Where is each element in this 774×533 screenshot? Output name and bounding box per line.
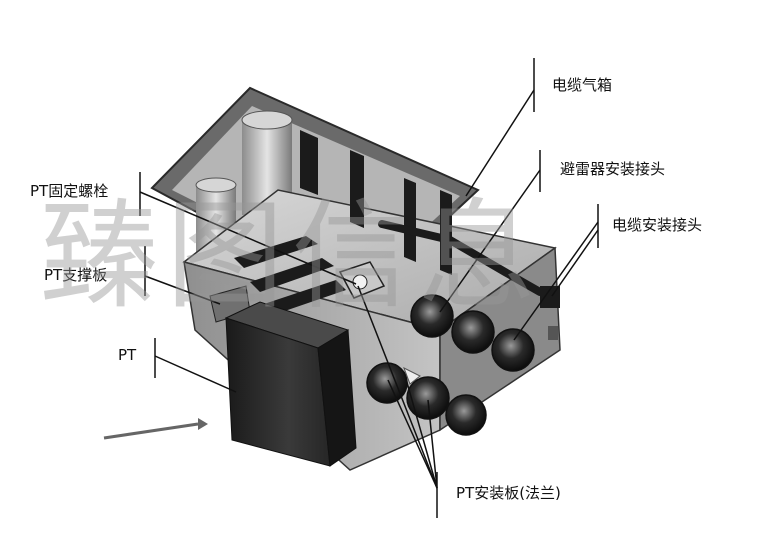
- label-arrester-connector: 避雷器安装接头: [560, 160, 666, 178]
- rear-cylinder: [195, 110, 293, 255]
- direction-arrow: [103, 418, 208, 440]
- label-pt: PT: [118, 346, 137, 364]
- label-pt-support: PT支撑板: [44, 266, 108, 284]
- label-gas-box: 电缆气箱: [552, 76, 613, 94]
- flange-arrow: [403, 366, 421, 385]
- pt-flange-plate: [338, 261, 386, 299]
- label-cable-connector: 电缆安装接头: [612, 216, 703, 234]
- pt-body: [224, 301, 357, 467]
- label-pt-bolt: PT固定螺栓: [30, 182, 109, 200]
- label-pt-flange: PT安装板(法兰): [456, 484, 561, 502]
- bushing-row-lower: [366, 362, 487, 436]
- leader-lines: [139, 58, 599, 518]
- bushing-row-upper: [410, 294, 535, 372]
